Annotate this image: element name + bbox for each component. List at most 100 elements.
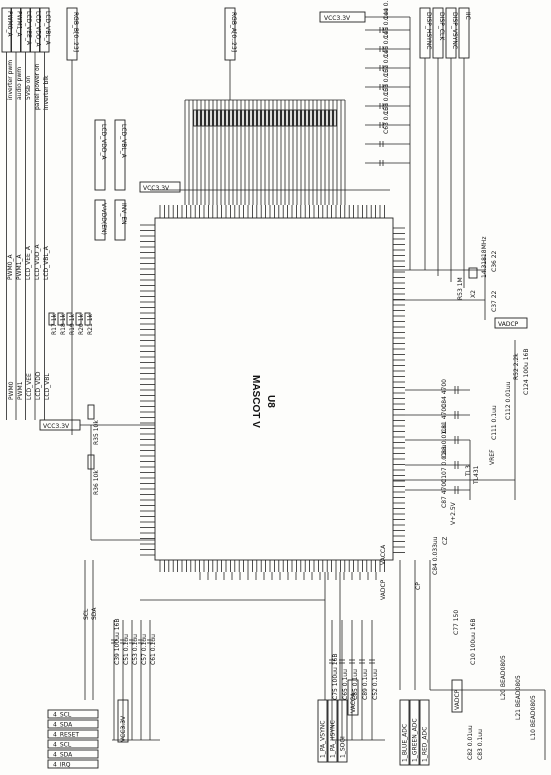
- vcc-top-label: VCC3.3V: [324, 15, 351, 22]
- series-resistor: [289, 109, 293, 127]
- pwm-inner-label: PWM1: [17, 381, 24, 400]
- lcd-vdd-box-label: LCD_VDD_A: [100, 124, 107, 160]
- bottom-left-cap-label: C51 0.1uu: [123, 634, 130, 665]
- chip-right-pins: [393, 227, 405, 553]
- resistor-r35: R35 10k: [93, 420, 100, 445]
- top-left-connector-label: LCD_VDD_A: [35, 11, 42, 47]
- resistor-body: [57, 312, 64, 326]
- top-cap-label: C63 0.1uu: [383, 103, 390, 134]
- series-resistor: [221, 109, 225, 127]
- vadcp-right-label: VADCP: [498, 321, 519, 328]
- bottom-center-cap-label: C85 0.1uu: [352, 669, 359, 700]
- crystal-freq: 14.31818MHz: [481, 237, 488, 278]
- series-resistor: [233, 109, 237, 127]
- signal-audio-pwm: audio pwm: [16, 67, 23, 100]
- crystal-x2-body: [468, 267, 478, 279]
- pwm-resistor: R19 1k: [69, 313, 76, 335]
- series-resistor: [313, 109, 317, 127]
- bottom-left-cap-label: C39 100uu 16B: [114, 619, 121, 665]
- series-resistor: [213, 109, 217, 127]
- vadcp-right-connector: [494, 317, 528, 329]
- series-resistor: [301, 109, 305, 127]
- signal-panel-power-on: panel power on: [34, 63, 41, 110]
- right-cap-label: C84 4700: [441, 379, 448, 408]
- series-resistor: [217, 109, 221, 127]
- right-top-connector-label: DISP_HSYNC: [425, 12, 432, 49]
- cap-c111: C111 0.1uu: [491, 405, 498, 440]
- ic-tl3: TL3: [465, 465, 472, 477]
- bottom-left-connector-label: 4_IRQ: [53, 762, 71, 769]
- ic-tl431: TL431: [473, 465, 480, 485]
- crystal-group: 14.31818MHz X2 R53 1M C36 22 C37 22: [393, 237, 498, 320]
- chip-bottom-pins: [159, 560, 385, 572]
- bottom-left-connector-label: 4_RESET: [53, 732, 79, 739]
- bottom-right-connector-label: 1_BLUE_ADC: [402, 724, 409, 762]
- chip-ref: U8: [265, 395, 276, 408]
- bottom-left-connector: [47, 739, 99, 749]
- pwm-resistor: R21 1k: [87, 313, 94, 335]
- pwm-inner-label: LCD_VEE: [26, 373, 33, 400]
- series-resistor: [329, 109, 333, 127]
- vacca-bottom-connector: [347, 679, 359, 716]
- lcd-vbl-box: [114, 119, 126, 191]
- signal-inverter-pwm: inverter pwm: [7, 60, 14, 100]
- top-bus-fan: [184, 100, 346, 205]
- series-resistor: [281, 109, 285, 127]
- cap-c124: C124 100u 16B: [523, 349, 530, 395]
- bottom-center-cap-label: C75 100uu 16B: [332, 654, 339, 700]
- top-cap-label: C46 0.1uu: [383, 27, 390, 58]
- bottom-right-connector-label: 1_RED_ADC: [422, 727, 429, 762]
- right-cap-label: C81 4700: [441, 404, 448, 433]
- bottom-mid-connector-label: 1_PA_HSYNC: [330, 720, 337, 758]
- series-resistor: [257, 109, 261, 127]
- vacca-bottom-label: VACCA: [350, 692, 357, 713]
- bottom-left-connector: [47, 749, 99, 759]
- bottom-mid-connector: [327, 699, 338, 763]
- lcd-vbl-box-label: LCD_VBL_A: [120, 124, 127, 159]
- chip-name: MASCOT V: [250, 375, 261, 428]
- bottom-center-group: C84 0.033uu CP CZ VACCA VADCP: [380, 536, 449, 600]
- crystal-ref: X2: [470, 290, 477, 298]
- series-resistor: [265, 109, 269, 127]
- bottom-left-cap-label: C53 0.1uu: [132, 634, 139, 665]
- top-left-signal-group: inverter pwm audio pwm 5Vsb on panel pow…: [7, 60, 50, 110]
- bead-l10: L10 BEAD0805: [530, 695, 537, 740]
- inv-box-1-label: V-VDD(EN): [100, 203, 107, 235]
- label-vref: VREF: [489, 449, 496, 465]
- bottom-left-connector: [47, 719, 99, 729]
- bottom-mid-connector: [337, 699, 348, 763]
- bottom-right-connector-label: 1_GREEN_ADC: [412, 718, 419, 762]
- cap-c84: C84 0.033uu: [432, 536, 439, 575]
- signal-inverter-blk: inverter blk: [43, 75, 50, 110]
- series-resistor: [201, 109, 205, 127]
- crystal-cap1: C36 22: [491, 250, 498, 272]
- pwm-inner-label: LCD_VDD: [35, 371, 42, 400]
- series-resistor: [285, 109, 289, 127]
- series-resistor: [325, 109, 329, 127]
- top-cap-label: C58 0.1uu: [383, 84, 390, 115]
- bottom-right-connector: [419, 699, 430, 766]
- bottom-mid-connector-label: 1_PA_VSYNC: [320, 721, 327, 758]
- cap-c112: C112 0.01uu: [505, 381, 512, 420]
- series-resistor: [205, 109, 209, 127]
- vadcp-bottom-connector: [451, 679, 463, 713]
- resistor-body: [84, 312, 91, 326]
- bottom-right-connector: [399, 699, 410, 766]
- pwm-inner-label: PWM0: [8, 381, 15, 400]
- pwm-label: PWM1_A: [16, 253, 23, 280]
- bottom-right-connector: [409, 699, 420, 766]
- bottom-center-cap-label: C52 0.1uu: [372, 669, 379, 700]
- chip-top-pins: [159, 205, 385, 218]
- bottom-left-connector: [47, 729, 99, 739]
- pwm-inner-label: LCD_VBL: [44, 373, 51, 400]
- label-scl: SCL: [83, 608, 90, 620]
- top-left-connector-label: PWM0_A: [6, 11, 13, 38]
- resistor-body: [75, 312, 82, 326]
- bead-l20: L20 BEAD0805: [500, 655, 507, 700]
